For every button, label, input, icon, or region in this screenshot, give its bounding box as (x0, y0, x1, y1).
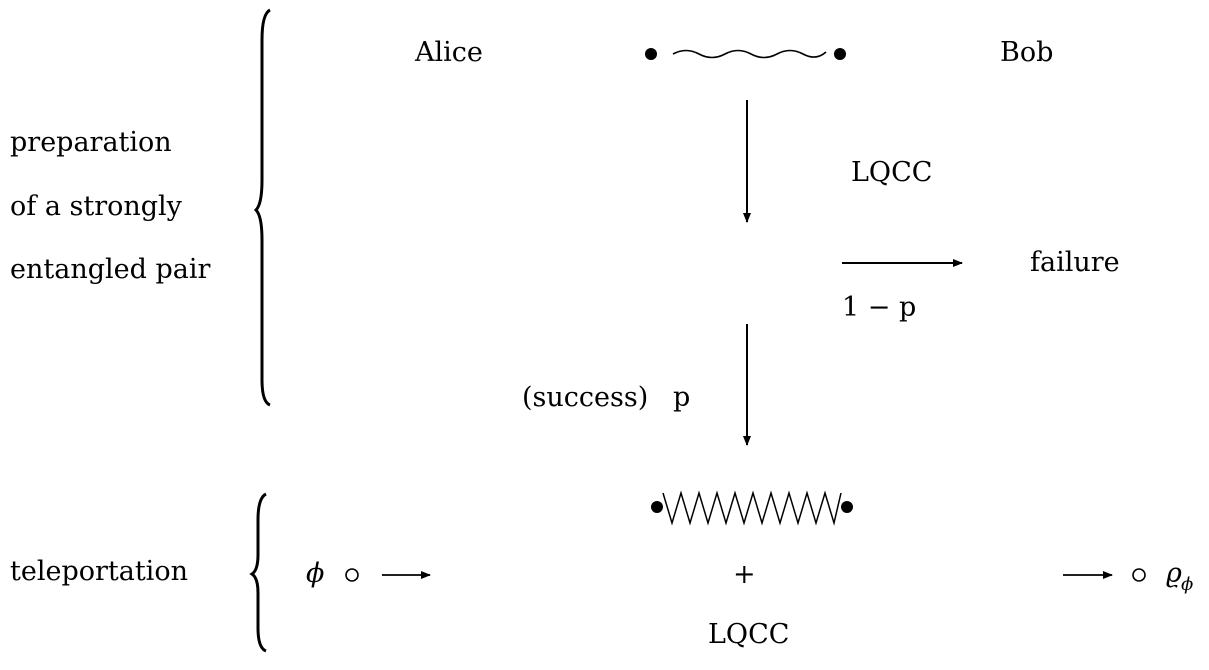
bob-label: Bob (1000, 37, 1053, 68)
weak-entanglement-wave (672, 49, 827, 59)
preparation-label-line1: preparation (10, 127, 172, 158)
teleportation-brace (249, 492, 267, 653)
output-state-rho-subscript: ϕ (1181, 574, 1193, 595)
preparation-label-line2: of a strongly (10, 191, 183, 222)
failure-probability: 1 − p (842, 292, 916, 323)
alice-particle-dot (645, 48, 657, 60)
success-probability: p (673, 382, 690, 413)
alice-label: Alice (414, 37, 483, 68)
strong-pair-left-dot (651, 501, 663, 513)
plus-sign: + (733, 559, 756, 590)
lqcc-step-label: LQCC (851, 157, 932, 188)
teleportation-label: teleportation (10, 556, 188, 587)
strong-entanglement-zigzag (662, 490, 842, 526)
output-state-rho: ϱ (1166, 558, 1182, 589)
preparation-label-line3: entangled pair (10, 254, 210, 285)
strong-pair-right-dot (841, 501, 853, 513)
bob-particle-dot (834, 48, 846, 60)
input-qubit-circle (345, 568, 359, 582)
success-label: (success) (522, 382, 648, 413)
teleport-lqcc-label: LQCC (708, 619, 789, 650)
preparation-brace (253, 8, 271, 407)
input-state-phi: ϕ (306, 558, 324, 589)
failure-label: failure (1030, 247, 1120, 278)
output-qubit-circle (1132, 568, 1146, 582)
